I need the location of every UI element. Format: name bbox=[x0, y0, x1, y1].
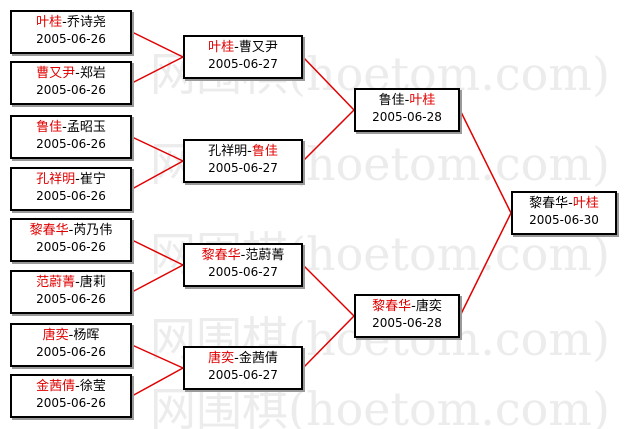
match-date: 2005-06-26 bbox=[36, 240, 106, 254]
player-loser: 鲁佳 bbox=[378, 93, 405, 108]
match-box-r1m3: 鲁佳-孟昭玉 2005-06-26 bbox=[10, 115, 132, 159]
match-box-r1m4: 孔祥明-崔宁 2005-06-26 bbox=[10, 167, 132, 211]
match-box-r1m6: 范蔚菁-唐莉 2005-06-26 bbox=[10, 270, 132, 314]
bracket-line bbox=[131, 264, 184, 293]
match-players: 叶桂-曹又尹 bbox=[208, 40, 278, 55]
bracket-line bbox=[302, 315, 355, 369]
player-loser: 徐莹 bbox=[79, 379, 106, 394]
match-box-r3m2: 黎春华-唐奕 2005-06-28 bbox=[354, 294, 460, 338]
player-winner: 叶桂 bbox=[208, 40, 235, 55]
player-winner: 范蔚菁 bbox=[36, 275, 76, 290]
match-date: 2005-06-26 bbox=[36, 396, 106, 410]
bracket-line bbox=[302, 56, 355, 111]
player-loser: 唐奕 bbox=[415, 299, 442, 314]
match-players: 黎春华-叶桂 bbox=[529, 196, 599, 211]
player-loser: 曹又尹 bbox=[238, 40, 278, 55]
player-loser: 孔祥明 bbox=[208, 144, 248, 159]
bracket-line bbox=[131, 344, 184, 369]
match-date: 2005-06-30 bbox=[529, 213, 599, 227]
player-loser: 崔宁 bbox=[79, 172, 106, 187]
player-loser: 孟昭玉 bbox=[66, 120, 106, 135]
player-winner: 鲁佳 bbox=[36, 120, 63, 135]
bracket-line bbox=[131, 31, 184, 58]
match-date: 2005-06-28 bbox=[372, 316, 442, 330]
player-loser: 郑岩 bbox=[79, 66, 106, 81]
match-date: 2005-06-26 bbox=[36, 83, 106, 97]
match-players: 曹又尹-郑岩 bbox=[36, 66, 106, 81]
player-loser: 乔诗尧 bbox=[66, 15, 106, 30]
match-date: 2005-06-27 bbox=[208, 57, 278, 71]
player-loser: 芮乃伟 bbox=[73, 223, 113, 238]
match-box-r2m2: 孔祥明-鲁佳 2005-06-27 bbox=[183, 139, 303, 183]
match-players: 唐奕-金茜倩 bbox=[208, 351, 278, 366]
match-date: 2005-06-28 bbox=[372, 110, 442, 124]
match-date: 2005-06-27 bbox=[208, 161, 278, 175]
match-date: 2005-06-26 bbox=[36, 189, 106, 203]
player-loser: 唐莉 bbox=[79, 275, 106, 290]
match-box-r1m8: 金茜倩-徐莹 2005-06-26 bbox=[10, 374, 132, 418]
player-loser: 金茜倩 bbox=[238, 351, 278, 366]
bracket-line bbox=[131, 160, 184, 190]
player-winner: 金茜倩 bbox=[36, 379, 76, 394]
match-players: 叶桂-乔诗尧 bbox=[36, 15, 106, 30]
player-winner: 叶桂 bbox=[36, 15, 63, 30]
player-loser: 黎春华 bbox=[529, 196, 569, 211]
bracket-line bbox=[459, 109, 512, 214]
match-date: 2005-06-26 bbox=[36, 345, 106, 359]
match-date: 2005-06-26 bbox=[36, 292, 106, 306]
match-players: 鲁佳-孟昭玉 bbox=[36, 120, 106, 135]
match-box-r1m5: 黎春华-芮乃伟 2005-06-26 bbox=[10, 218, 132, 262]
match-players: 黎春华-范蔚菁 bbox=[201, 248, 285, 263]
player-winner: 曹又尹 bbox=[36, 66, 76, 81]
match-date: 2005-06-27 bbox=[208, 368, 278, 382]
match-box-r2m3: 黎春华-范蔚菁 2005-06-27 bbox=[183, 243, 303, 287]
bracket-line bbox=[459, 212, 512, 317]
bracket-line bbox=[131, 56, 184, 84]
match-date: 2005-06-26 bbox=[36, 137, 106, 151]
player-loser: 范蔚菁 bbox=[245, 248, 285, 263]
player-winner: 黎春华 bbox=[372, 299, 412, 314]
bracket-line bbox=[302, 109, 355, 162]
match-box-final: 黎春华-叶桂 2005-06-30 bbox=[511, 191, 617, 235]
match-box-r1m2: 曹又尹-郑岩 2005-06-26 bbox=[10, 61, 132, 105]
match-players: 范蔚菁-唐莉 bbox=[36, 275, 106, 290]
match-box-r1m7: 唐奕-杨晖 2005-06-26 bbox=[10, 323, 132, 367]
match-box-r2m1: 叶桂-曹又尹 2005-06-27 bbox=[183, 35, 303, 79]
player-winner: 黎春华 bbox=[29, 223, 69, 238]
player-winner: 孔祥明 bbox=[36, 172, 76, 187]
match-players: 孔祥明-鲁佳 bbox=[208, 144, 278, 159]
match-players: 鲁佳-叶桂 bbox=[378, 93, 436, 108]
match-box-r2m4: 唐奕-金茜倩 2005-06-27 bbox=[183, 346, 303, 390]
bracket-line bbox=[131, 367, 184, 397]
player-winner: 叶桂 bbox=[572, 196, 599, 211]
match-date: 2005-06-27 bbox=[208, 265, 278, 279]
player-loser: 杨晖 bbox=[73, 328, 100, 343]
match-box-r3m1: 鲁佳-叶桂 2005-06-28 bbox=[354, 88, 460, 132]
player-winner: 唐奕 bbox=[208, 351, 235, 366]
bracket-line bbox=[131, 239, 184, 266]
player-winner: 唐奕 bbox=[42, 328, 69, 343]
player-winner: 黎春华 bbox=[201, 248, 241, 263]
match-players: 黎春华-唐奕 bbox=[372, 299, 442, 314]
match-box-r1m1: 叶桂-乔诗尧 2005-06-26 bbox=[10, 10, 132, 54]
match-players: 金茜倩-徐莹 bbox=[36, 379, 106, 394]
bracket-line bbox=[302, 264, 355, 317]
player-winner: 鲁佳 bbox=[251, 144, 278, 159]
player-winner: 叶桂 bbox=[409, 93, 436, 108]
match-date: 2005-06-26 bbox=[36, 32, 106, 46]
match-players: 唐奕-杨晖 bbox=[42, 328, 100, 343]
bracket-line bbox=[131, 136, 184, 162]
match-players: 孔祥明-崔宁 bbox=[36, 172, 106, 187]
match-players: 黎春华-芮乃伟 bbox=[29, 223, 113, 238]
